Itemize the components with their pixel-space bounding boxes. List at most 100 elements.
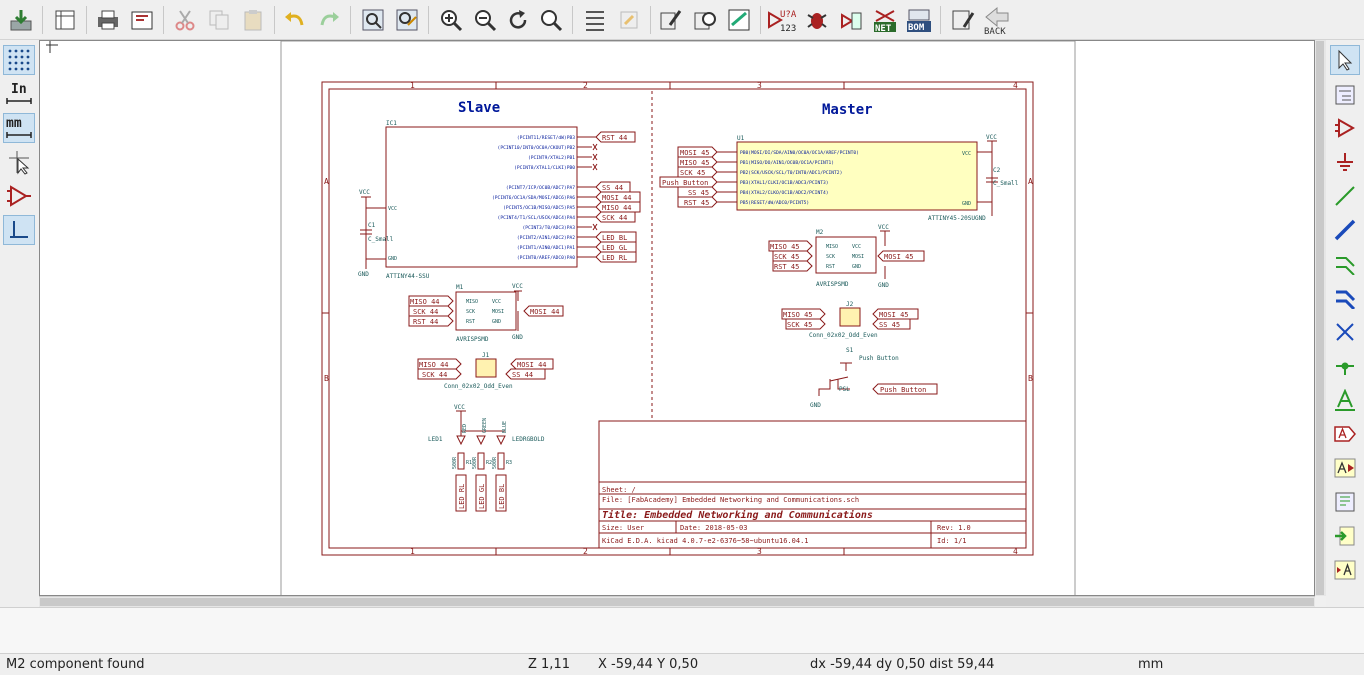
zoom-in-button[interactable] (436, 5, 466, 35)
place-hierarchical-label-button[interactable] (1330, 453, 1360, 483)
library-editor-button[interactable] (656, 5, 686, 35)
m1-name: AVRISPSMD (456, 336, 489, 343)
scissors-icon (175, 10, 195, 31)
title-block-date: Date: 2018-05-03 (680, 524, 747, 532)
wire-bus-entry-icon (1336, 257, 1355, 275)
netlist-label: NET (875, 24, 892, 33)
place-hierarchical-sheet-button[interactable] (1330, 487, 1360, 517)
paste-button[interactable] (238, 5, 268, 35)
u1-component[interactable]: U1 ATTINY45-20SUGND VCC GND PB0(MOSI/DI/… (717, 135, 992, 222)
j2-label-mosi45: MOSI_45 (879, 311, 909, 319)
print-button[interactable] (93, 5, 123, 35)
redo-icon (320, 12, 339, 26)
slave-power-net (360, 196, 372, 269)
row-label-a-right: A (1028, 177, 1033, 186)
library-browser-button[interactable] (690, 5, 720, 35)
m2-pin-miso: MISO (826, 244, 838, 250)
erc-button[interactable] (802, 5, 832, 35)
place-net-label-button[interactable] (1330, 385, 1360, 415)
undo-button[interactable] (280, 5, 310, 35)
place-component-button[interactable] (1330, 113, 1360, 143)
j2-label-miso45: MISO_45 (783, 311, 813, 319)
save-schematic-button[interactable] (6, 5, 36, 35)
redraw-button[interactable] (503, 5, 533, 35)
m1-isp-header[interactable]: M1 AVRISPSMD MISO SCK RST VCC MOSI GND (455, 284, 517, 343)
vertical-scrollbar[interactable] (1315, 40, 1326, 596)
slave-label-led-rl: LED_RL (602, 254, 627, 262)
select-tool-button[interactable] (1330, 45, 1360, 75)
bus-to-bus-entry-button[interactable] (1330, 283, 1360, 313)
zoom-out-button[interactable] (470, 5, 500, 35)
copy-button[interactable] (204, 5, 234, 35)
u1-label-ss45: SS_45 (688, 189, 709, 197)
refresh-icon (509, 10, 527, 29)
zoom-fit-button[interactable] (536, 5, 566, 35)
place-junction-button[interactable] (1330, 351, 1360, 381)
status-units: mm (1138, 657, 1164, 672)
s1-push-button[interactable]: S1 Push Button PSL GND Push_Button (810, 347, 938, 409)
ic1-component[interactable]: IC1 ATTINY44-SSU VCC GND (PCINT11/RESET/… (366, 120, 598, 280)
j1-connector[interactable]: J1 Conn_02x02_Odd_Even (444, 352, 513, 390)
wire-to-bus-entry-button[interactable] (1330, 249, 1360, 279)
place-bus-button[interactable] (1330, 215, 1360, 245)
cut-button[interactable] (170, 5, 200, 35)
page-settings-button[interactable] (50, 5, 80, 35)
hierarchy-navigate-button[interactable] (1330, 80, 1360, 110)
cursor-shape-toggle[interactable] (3, 147, 35, 177)
j2-connector[interactable]: J2 Conn_02x02_Odd_Even (809, 301, 878, 339)
vertical-scroll-thumb[interactable] (1316, 41, 1324, 595)
show-grid-toggle[interactable] (3, 45, 35, 75)
s1-label-push: Push_Button (880, 386, 926, 394)
import-sheet-pin-button[interactable] (1330, 521, 1360, 551)
master-heading: Master (822, 102, 873, 118)
place-wire-button[interactable] (1330, 181, 1360, 211)
generate-netlist-button[interactable]: NET (870, 5, 900, 35)
find-replace-icon (396, 9, 418, 31)
horizontal-scroll-thumb[interactable] (40, 598, 1314, 606)
plot-button[interactable] (127, 5, 157, 35)
bus-icon (1334, 219, 1356, 241)
r2-value: 500R (472, 456, 478, 469)
rgb-led-section[interactable]: VCC LED1 LEDRGBOLD RED GREEN (428, 404, 545, 512)
led-label-gl: LED_GL (478, 484, 486, 509)
wire-angle-toggle[interactable] (3, 215, 35, 245)
place-power-button[interactable] (1330, 147, 1360, 177)
generate-bom-button[interactable]: BOM (904, 5, 934, 35)
zoom-in-icon (441, 10, 463, 32)
ic1-pin-10: (PCINT2/AIN1/ADC2)PA2 (517, 235, 575, 241)
m1-pin-mosi: MOSI (492, 309, 504, 315)
units-mm-toggle[interactable]: mm (3, 113, 35, 143)
hierarchy-navigator-button[interactable] (580, 5, 610, 35)
u1-label-mosi45: MOSI_45 (680, 149, 710, 157)
back-button[interactable]: BACK (980, 5, 1014, 35)
assign-footprints-button[interactable] (836, 5, 866, 35)
copy-icon (209, 10, 229, 30)
no-connect-button[interactable] (1330, 317, 1360, 347)
u1-pin-gnd: GND (962, 201, 971, 207)
pcbnew-icon (952, 10, 975, 30)
u1-pin-2: PB1(MISO/DO/AIN1/OC0B/OC1A/PCINT1) (740, 160, 834, 166)
annotate-schematic-button[interactable]: U?A 123 (766, 5, 800, 35)
horizontal-scrollbar[interactable] (39, 596, 1315, 607)
annotate-button[interactable] (724, 5, 754, 35)
led-vcc-label: VCC (454, 404, 465, 411)
find-replace-button[interactable] (392, 5, 422, 35)
title-block-size: Size: User (602, 524, 644, 532)
leave-sheet-button[interactable] (614, 5, 644, 35)
run-pcbnew-button[interactable] (948, 5, 978, 35)
units-inch-toggle[interactable]: In (3, 79, 35, 109)
slave-gnd-label: GND (358, 271, 369, 278)
footprint-icon (841, 12, 862, 30)
j2-ref: J2 (846, 301, 854, 308)
place-sheet-pin-button[interactable] (1330, 555, 1360, 585)
hierarchy-icon (586, 11, 604, 31)
place-global-label-button[interactable] (1330, 419, 1360, 449)
grid-icon (8, 49, 30, 71)
show-hidden-pins-toggle[interactable] (3, 181, 35, 211)
m2-isp-header[interactable]: M2 AVRISPSMD MISO SCK RST VCC MOSI GND (815, 229, 877, 288)
redo-button[interactable] (314, 5, 344, 35)
library-editor-icon (660, 10, 682, 30)
schematic-canvas[interactable]: 1 2 3 4 1 2 3 4 A B A B Slave Master IC1… (39, 40, 1315, 596)
find-button[interactable] (358, 5, 388, 35)
